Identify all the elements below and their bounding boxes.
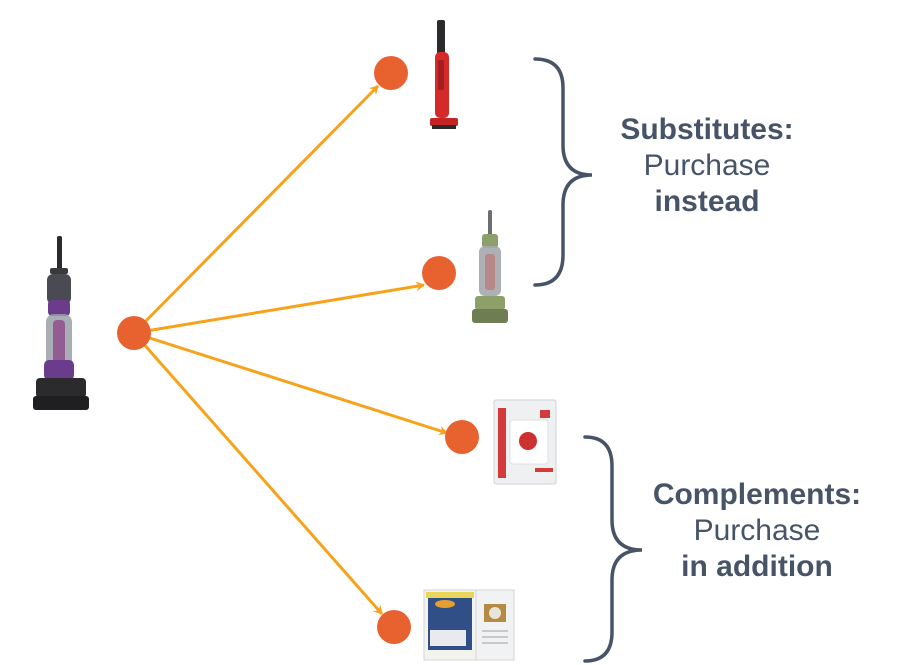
stick-vacuum-red-icon <box>430 20 458 129</box>
substitute-node-2 <box>422 256 456 290</box>
upright-vacuum-purple-icon <box>33 236 89 410</box>
complements-brace <box>583 435 643 663</box>
edge-to-complement-2 <box>132 332 384 615</box>
upright-vacuum-green-icon <box>472 210 508 323</box>
edge-to-substitute-1 <box>132 84 380 335</box>
vacuum-bags-box-icon <box>493 399 557 485</box>
substitutes-label: Substitutes: Purchase instead <box>582 112 832 220</box>
edge-to-complement-1 <box>133 331 448 436</box>
complement-node-2 <box>377 610 411 644</box>
substitutes-line1: Purchase <box>643 149 771 182</box>
substitute-node-1 <box>374 56 408 90</box>
complements-line1: Purchase <box>693 514 821 547</box>
source-node <box>117 316 151 350</box>
complement-node-1 <box>445 420 479 454</box>
substitutes-title: Substitutes: <box>620 113 794 146</box>
complements-line2: in addition <box>681 550 833 583</box>
edge-to-substitute-2 <box>133 281 425 335</box>
substitutes-line2: instead <box>654 185 760 218</box>
complements-title: Complements: <box>652 478 862 511</box>
vacuum-bags-pack-icon <box>423 589 515 661</box>
substitutes-brace <box>533 57 593 287</box>
complements-label: Complements: Purchase in addition <box>622 477 892 585</box>
